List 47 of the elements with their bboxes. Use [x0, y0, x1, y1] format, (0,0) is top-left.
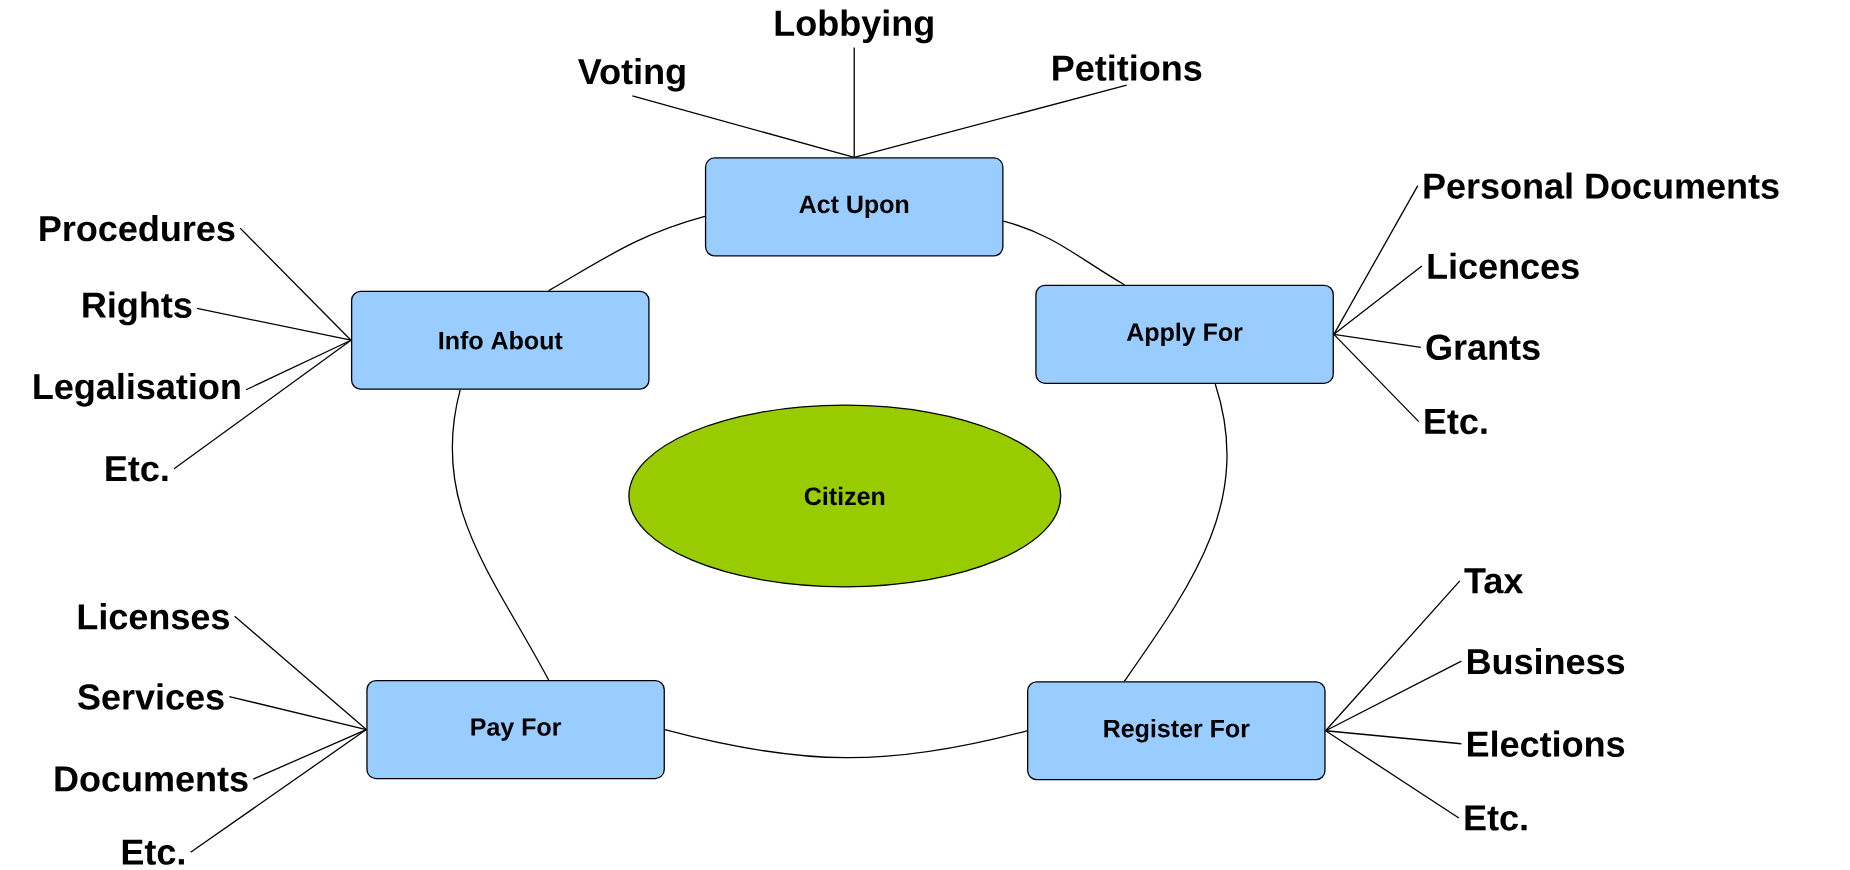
leader-line — [1324, 660, 1462, 732]
category-box: Apply For — [1035, 284, 1334, 384]
leader-line — [853, 46, 855, 158]
ring-arc — [1123, 383, 1228, 682]
ring-arc — [451, 389, 550, 681]
leader-line — [1324, 730, 1463, 745]
leader-line — [1324, 580, 1461, 732]
leader-line — [631, 95, 855, 158]
leader-line — [189, 728, 367, 853]
item-label: Voting — [578, 57, 685, 92]
leader-line — [173, 339, 352, 470]
item-label: Licences — [1428, 252, 1579, 280]
category-box: Register For — [1027, 681, 1326, 781]
item-label: Procedures — [40, 214, 235, 242]
leader-line — [252, 728, 367, 780]
item-label: Etc. — [1465, 805, 1527, 831]
ring-arc — [548, 215, 706, 292]
item-label: Etc. — [1425, 409, 1487, 435]
item-label: Personal Documents — [1424, 172, 1779, 199]
item-label: Business — [1468, 647, 1625, 675]
leader-line — [1333, 333, 1420, 423]
item-label: Etc. — [106, 456, 168, 482]
item-label: Grants — [1426, 334, 1540, 361]
category-box: Act Upon — [704, 157, 1004, 257]
item-label: Services — [78, 683, 224, 710]
category-box: Pay For — [366, 680, 665, 780]
item-label: Rights — [83, 291, 192, 326]
ring-arc — [1002, 220, 1126, 286]
item-label: Licenses — [78, 603, 229, 630]
ring-arc — [664, 728, 1028, 759]
item-label: Petitions — [1053, 54, 1202, 81]
item-label: Legalisation — [34, 372, 240, 407]
leader-line — [196, 307, 352, 341]
item-label: Lobbying — [775, 9, 933, 44]
item-label: Tax — [1464, 568, 1524, 594]
leader-line — [239, 227, 352, 341]
item-label: Documents — [55, 766, 248, 792]
item-label: Elections — [1468, 730, 1625, 757]
leader-line — [1333, 265, 1423, 335]
leader-line — [1333, 185, 1419, 335]
leader-line — [1324, 730, 1460, 819]
item-label: Etc. — [122, 839, 184, 865]
leader-line — [1333, 333, 1422, 348]
leader-line — [853, 84, 1128, 158]
leader-line — [228, 695, 367, 731]
leader-line — [234, 615, 367, 731]
category-box: Info About — [350, 290, 650, 390]
